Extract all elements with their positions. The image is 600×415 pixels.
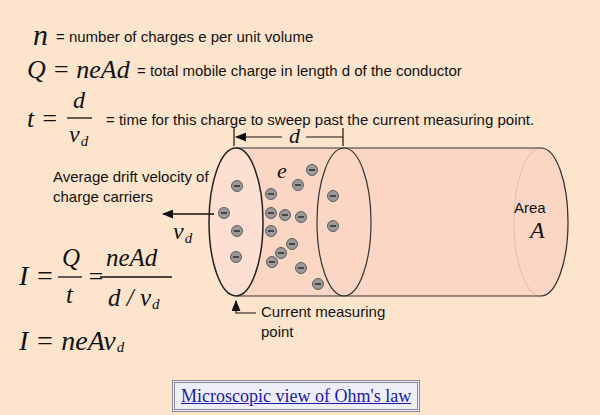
caption-link: Microscopic view of Ohm's law bbox=[181, 386, 411, 407]
minus-sign bbox=[268, 230, 274, 231]
caption-box: Microscopic view of Ohm's law bbox=[172, 380, 420, 412]
electron bbox=[276, 248, 287, 259]
leader-line bbox=[236, 301, 256, 313]
subscript: d bbox=[117, 339, 125, 356]
electron-body bbox=[287, 239, 298, 250]
callout-text: Current measuring point bbox=[261, 302, 411, 342]
measuring-section bbox=[209, 148, 263, 296]
electron-body bbox=[293, 180, 304, 191]
electron-body bbox=[328, 221, 339, 232]
equals-sign: = bbox=[87, 262, 105, 292]
fraction-bar bbox=[58, 276, 82, 277]
subscript: d bbox=[81, 133, 89, 150]
electron-body bbox=[313, 279, 324, 290]
minus-sign bbox=[315, 283, 321, 284]
minus-sign bbox=[269, 261, 275, 262]
equation: t = bbox=[27, 104, 58, 134]
dimension-tick bbox=[233, 128, 234, 146]
minus-sign bbox=[233, 256, 239, 257]
callout-text: Average drift velocity of charge carrier… bbox=[53, 167, 218, 207]
minus-sign bbox=[298, 216, 304, 217]
definition-text: = number of charges e per unit volume bbox=[56, 28, 313, 45]
fraction-denominator: d / v bbox=[108, 284, 151, 313]
electron bbox=[232, 181, 243, 192]
minus-sign bbox=[234, 185, 240, 186]
area-symbol: A bbox=[530, 217, 545, 245]
electron bbox=[280, 210, 291, 221]
electron bbox=[313, 279, 324, 290]
electron-body bbox=[267, 257, 278, 268]
electron bbox=[328, 221, 339, 232]
electron-body bbox=[266, 226, 277, 237]
minus-sign bbox=[282, 214, 288, 215]
electron bbox=[296, 263, 307, 274]
far-end bbox=[514, 148, 568, 296]
fraction-numerator: d bbox=[73, 87, 85, 115]
electron-body bbox=[266, 208, 277, 219]
electron-body bbox=[307, 165, 318, 176]
far-end-edge bbox=[541, 148, 568, 296]
electron-body bbox=[296, 263, 307, 274]
velocity-label: v bbox=[173, 218, 184, 246]
electron bbox=[307, 165, 318, 176]
conductor-edge bbox=[236, 147, 541, 148]
equation: I = bbox=[19, 260, 54, 292]
minus-sign bbox=[268, 212, 274, 213]
dimension-arrow bbox=[236, 136, 282, 137]
electron bbox=[267, 257, 278, 268]
minus-sign bbox=[309, 169, 315, 170]
minus-sign bbox=[278, 252, 284, 253]
electron bbox=[293, 180, 304, 191]
definition-text: = time for this charge to sweep past the… bbox=[106, 111, 534, 128]
minus-sign bbox=[295, 184, 301, 185]
electron-body bbox=[231, 252, 242, 263]
electron-body bbox=[232, 226, 243, 237]
dimension-tick bbox=[342, 128, 343, 146]
conductor-edge bbox=[236, 295, 541, 296]
electron bbox=[231, 252, 242, 263]
fraction-bar bbox=[67, 117, 92, 118]
minus-sign bbox=[221, 212, 227, 213]
fraction-numerator: neAd bbox=[106, 244, 157, 273]
electron bbox=[296, 212, 307, 223]
electron bbox=[266, 189, 277, 200]
electron-body bbox=[296, 212, 307, 223]
minus-sign bbox=[298, 267, 304, 268]
electron-body bbox=[266, 189, 277, 200]
conductor-body bbox=[236, 148, 568, 296]
minus-sign bbox=[268, 193, 274, 194]
electron bbox=[266, 208, 277, 219]
subscript: d bbox=[152, 296, 160, 313]
electron bbox=[287, 239, 298, 250]
electron bbox=[328, 191, 339, 202]
fraction-denominator: t bbox=[66, 281, 73, 310]
symbol: n bbox=[33, 18, 48, 53]
fraction-numerator: Q bbox=[62, 244, 80, 273]
drift-arrow bbox=[163, 213, 214, 214]
electron bbox=[232, 226, 243, 237]
electron-body bbox=[232, 181, 243, 192]
fraction-bar bbox=[100, 276, 172, 277]
electron bbox=[266, 226, 277, 237]
equation: I = neAv bbox=[19, 325, 116, 357]
minus-sign bbox=[330, 195, 336, 196]
dimension-label: d bbox=[289, 123, 300, 148]
minus-sign bbox=[234, 230, 240, 231]
electron-body bbox=[276, 248, 287, 259]
fraction-denominator: v bbox=[69, 121, 80, 149]
dimension-line bbox=[306, 136, 343, 137]
electron-body bbox=[280, 210, 291, 221]
subscript: d bbox=[185, 230, 193, 247]
charge-label: e bbox=[277, 158, 287, 183]
minus-sign bbox=[289, 243, 295, 244]
area-label: Area bbox=[514, 199, 546, 216]
equation: Q = neAd bbox=[27, 55, 130, 85]
section-boundary bbox=[317, 148, 371, 296]
electron-body bbox=[328, 191, 339, 202]
electron bbox=[219, 208, 230, 219]
definition-text: = total mobile charge in length d of the… bbox=[137, 62, 462, 79]
minus-sign bbox=[330, 225, 336, 226]
electron-body bbox=[219, 208, 230, 219]
